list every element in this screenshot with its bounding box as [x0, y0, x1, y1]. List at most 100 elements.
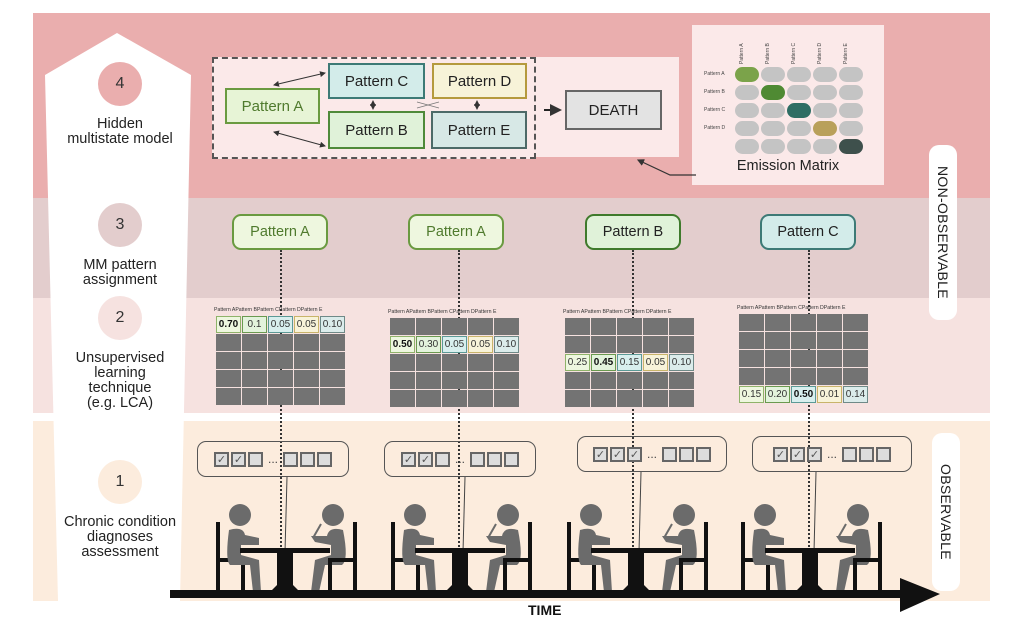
emission-column-label: Pattern D: [817, 42, 823, 64]
lca-probability-cell: 0.05: [643, 354, 668, 371]
emission-cell: [787, 121, 811, 136]
lca-empty-cell: [565, 390, 590, 407]
table-leg-icon: [445, 553, 475, 592]
emission-cell: [761, 103, 785, 118]
lca-empty-cell: [268, 334, 293, 351]
emission-cell: [787, 103, 811, 118]
pattern-assignment-pill: Pattern B: [585, 214, 681, 250]
checked-box-icon: ✓: [789, 446, 805, 462]
empty-box-icon: [504, 451, 519, 467]
emission-cell: [839, 139, 863, 154]
hmm-state-pattern-d: Pattern D: [432, 63, 527, 99]
lca-empty-cell: [669, 336, 694, 353]
lca-empty-cell: [390, 372, 415, 389]
emission-arrow: [636, 159, 696, 176]
step-label-line: Hidden: [97, 116, 143, 132]
diagnoses-checklist: ✓✓✓...: [577, 436, 727, 472]
lca-empty-cell: [843, 350, 868, 367]
lca-empty-cell: [494, 372, 519, 389]
lca-empty-cell: [765, 350, 790, 367]
diagnoses-checklist: ✓✓...: [384, 441, 536, 477]
emission-column-label: Pattern C: [791, 42, 797, 64]
lca-empty-cell: [817, 314, 842, 331]
emission-cell: [813, 139, 837, 154]
lca-empty-cell: [617, 336, 642, 353]
emission-row-label: Pattern A: [704, 71, 725, 77]
checklist-ellipsis: ...: [454, 452, 465, 466]
lca-empty-cell: [242, 388, 267, 405]
lca-empty-cell: [242, 370, 267, 387]
emission-column-label: Pattern E: [843, 43, 849, 64]
chair-icon: [503, 522, 532, 592]
lca-probability-cell: 0.05: [468, 336, 493, 353]
checklist-ellipsis: ...: [826, 447, 837, 461]
emission-cell: [735, 67, 759, 82]
emission-cell: [761, 121, 785, 136]
lca-empty-cell: [468, 318, 493, 335]
lca-empty-cell: [294, 370, 319, 387]
emission-cell: [761, 85, 785, 100]
lca-empty-cell: [494, 390, 519, 407]
lca-empty-cell: [390, 354, 415, 371]
transition-cross: [416, 101, 440, 109]
hmm-state-pattern-b: Pattern B: [328, 111, 425, 149]
lca-empty-cell: [643, 390, 668, 407]
empty-box-icon: [434, 451, 450, 467]
step-label-line: learning: [94, 365, 146, 381]
doctor-head-icon: [497, 504, 519, 526]
checked-box-icon: ✓: [417, 451, 433, 467]
step-label-line: diagnoses: [86, 529, 154, 545]
checked-box-icon: ✓: [626, 446, 642, 462]
lca-empty-cell: [268, 352, 293, 369]
pattern-assignment-pill: Pattern A: [232, 214, 328, 250]
lca-probability-cell: 0.14: [843, 386, 868, 403]
lca-empty-cell: [320, 370, 345, 387]
checked-box-icon: ✓: [772, 446, 788, 462]
checklist-link: [462, 476, 466, 553]
patient-head-icon: [754, 504, 776, 526]
lca-empty-cell: [591, 336, 616, 353]
timeline-scenes: [170, 471, 940, 612]
lca-probability-cell: 0.15: [617, 354, 642, 371]
chair-icon: [328, 522, 357, 592]
lca-probability-cell: 0.50: [390, 336, 415, 353]
empty-box-icon: [842, 446, 857, 462]
table-leg-icon: [270, 553, 300, 592]
observable-label: OBSERVABLE: [932, 433, 960, 591]
empty-box-icon: [696, 446, 711, 462]
lca-empty-cell: [617, 390, 642, 407]
lca-probability-cell: 0.01: [817, 386, 842, 403]
lca-table-header: Pattern APattern BPattern CPattern DPatt…: [737, 305, 846, 311]
lca-probability-cell: 0.50: [791, 386, 816, 403]
lca-empty-cell: [442, 372, 467, 389]
lca-empty-cell: [416, 354, 441, 371]
lca-empty-cell: [591, 372, 616, 389]
lca-empty-cell: [390, 390, 415, 407]
lca-empty-cell: [442, 318, 467, 335]
lca-empty-cell: [669, 372, 694, 389]
lca-empty-cell: [268, 370, 293, 387]
table-top-icon: [240, 548, 330, 553]
lca-empty-cell: [617, 318, 642, 335]
table-leg-icon: [621, 553, 651, 592]
lca-empty-cell: [468, 390, 493, 407]
lca-probability-cell: 0.05: [294, 316, 319, 333]
timepoint-connector: [632, 250, 634, 595]
lca-empty-cell: [216, 334, 241, 351]
checked-box-icon: ✓: [213, 451, 229, 467]
emission-cell: [735, 121, 759, 136]
checked-box-icon: ✓: [609, 446, 625, 462]
lca-probability-cell: 0.20: [765, 386, 790, 403]
lca-probability-cell: 0.10: [320, 316, 345, 333]
non-observable-label: NON-OBSERVABLE: [929, 145, 957, 320]
pen-icon: [312, 523, 322, 539]
diagnoses-checklist: ✓✓...: [197, 441, 349, 477]
lca-empty-cell: [565, 336, 590, 353]
checked-box-icon: ✓: [592, 446, 608, 462]
lca-table-header: Pattern APattern BPattern CPattern DPatt…: [214, 307, 323, 313]
